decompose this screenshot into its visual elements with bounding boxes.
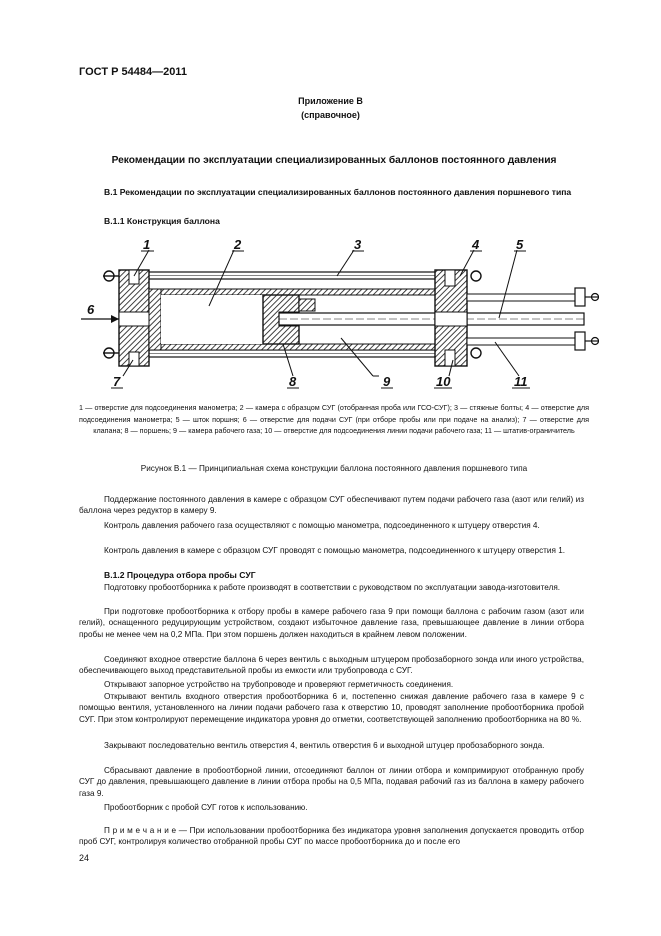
piston-rod bbox=[278, 312, 585, 326]
paragraph: Открывают запорное устройство на трубопр… bbox=[104, 680, 454, 689]
appendix-subtitle: (справочное) bbox=[301, 110, 360, 120]
callout-11: 11 bbox=[514, 374, 528, 389]
paragraph: Поддержание постоянного давления в камер… bbox=[79, 495, 584, 516]
paragraph: Открывают вентиль входного отверстия про… bbox=[79, 692, 584, 724]
cylinder-wall-bottom bbox=[146, 343, 460, 351]
callout-leaders bbox=[122, 249, 520, 377]
inlet-arrow bbox=[81, 315, 119, 323]
right-nuts bbox=[470, 270, 482, 359]
paragraph: Соединяют входное отверстие баллона 6 че… bbox=[79, 655, 584, 676]
callout-6: 6 bbox=[87, 302, 95, 317]
main-title: Рекомендации по эксплуатации специализир… bbox=[111, 155, 557, 166]
note-paragraph: П р и м е ч а н и е — При использовании … bbox=[79, 826, 584, 847]
callout-3: 3 bbox=[354, 237, 362, 252]
left-nuts bbox=[103, 270, 119, 359]
paragraph: При подготовке пробоотборника к отбору п… bbox=[79, 607, 584, 639]
section-b12-heading: В.1.2 Процедура отбора пробы СУГ bbox=[104, 570, 256, 580]
callout-5: 5 bbox=[516, 237, 524, 252]
paragraph: Закрывают последовательно вентиль отверс… bbox=[104, 741, 545, 750]
stand-limiter bbox=[466, 287, 599, 351]
callout-labels: 1 2 3 4 5 6 7 8 9 10 11 bbox=[87, 237, 528, 389]
section-b1-heading: В.1 Рекомендации по эксплуатации специал… bbox=[104, 187, 572, 197]
callout-1: 1 bbox=[143, 237, 150, 252]
callout-7: 7 bbox=[113, 374, 121, 389]
paragraph: Пробоотборник с пробой СУГ готов к испол… bbox=[104, 803, 308, 812]
figure-legend: 1 — отверстие для подсоединения манометр… bbox=[79, 403, 589, 436]
page-number: 24 bbox=[79, 853, 90, 863]
cylinder-diagram-svg: 1 2 3 4 5 6 7 8 9 10 11 bbox=[81, 237, 599, 389]
callout-8: 8 bbox=[289, 374, 297, 389]
right-end-cap bbox=[434, 269, 468, 367]
cylinder-diagram: 1 2 3 4 5 6 7 8 9 10 11 bbox=[79, 232, 599, 402]
tie-bolt-top bbox=[146, 271, 458, 280]
standard-code: ГОСТ Р 54484—2011 bbox=[79, 66, 187, 78]
left-end-cap bbox=[118, 269, 162, 367]
figure-caption: Рисунок В.1 — Принципиальная схема конст… bbox=[140, 464, 528, 473]
paragraph: Контроль давления рабочего газа осуществ… bbox=[104, 521, 540, 530]
cylinder-wall-top bbox=[146, 288, 460, 296]
paragraph: Подготовку пробоотборника к работе произ… bbox=[104, 583, 561, 592]
appendix-title: Приложение В bbox=[298, 96, 363, 106]
tie-bolt-bottom bbox=[146, 349, 458, 358]
sample-chamber bbox=[161, 295, 263, 344]
callout-underlines bbox=[111, 250, 530, 389]
paragraph: Контроль давления в камере с образцом СУ… bbox=[104, 546, 566, 555]
callout-10: 10 bbox=[436, 374, 451, 389]
callout-4: 4 bbox=[471, 237, 480, 252]
paragraph: Сбрасывают давление в пробоотборной лини… bbox=[79, 766, 584, 798]
callout-2: 2 bbox=[233, 237, 242, 252]
section-b11-heading: В.1.1 Конструкция баллона bbox=[104, 216, 220, 226]
callout-9: 9 bbox=[383, 374, 391, 389]
